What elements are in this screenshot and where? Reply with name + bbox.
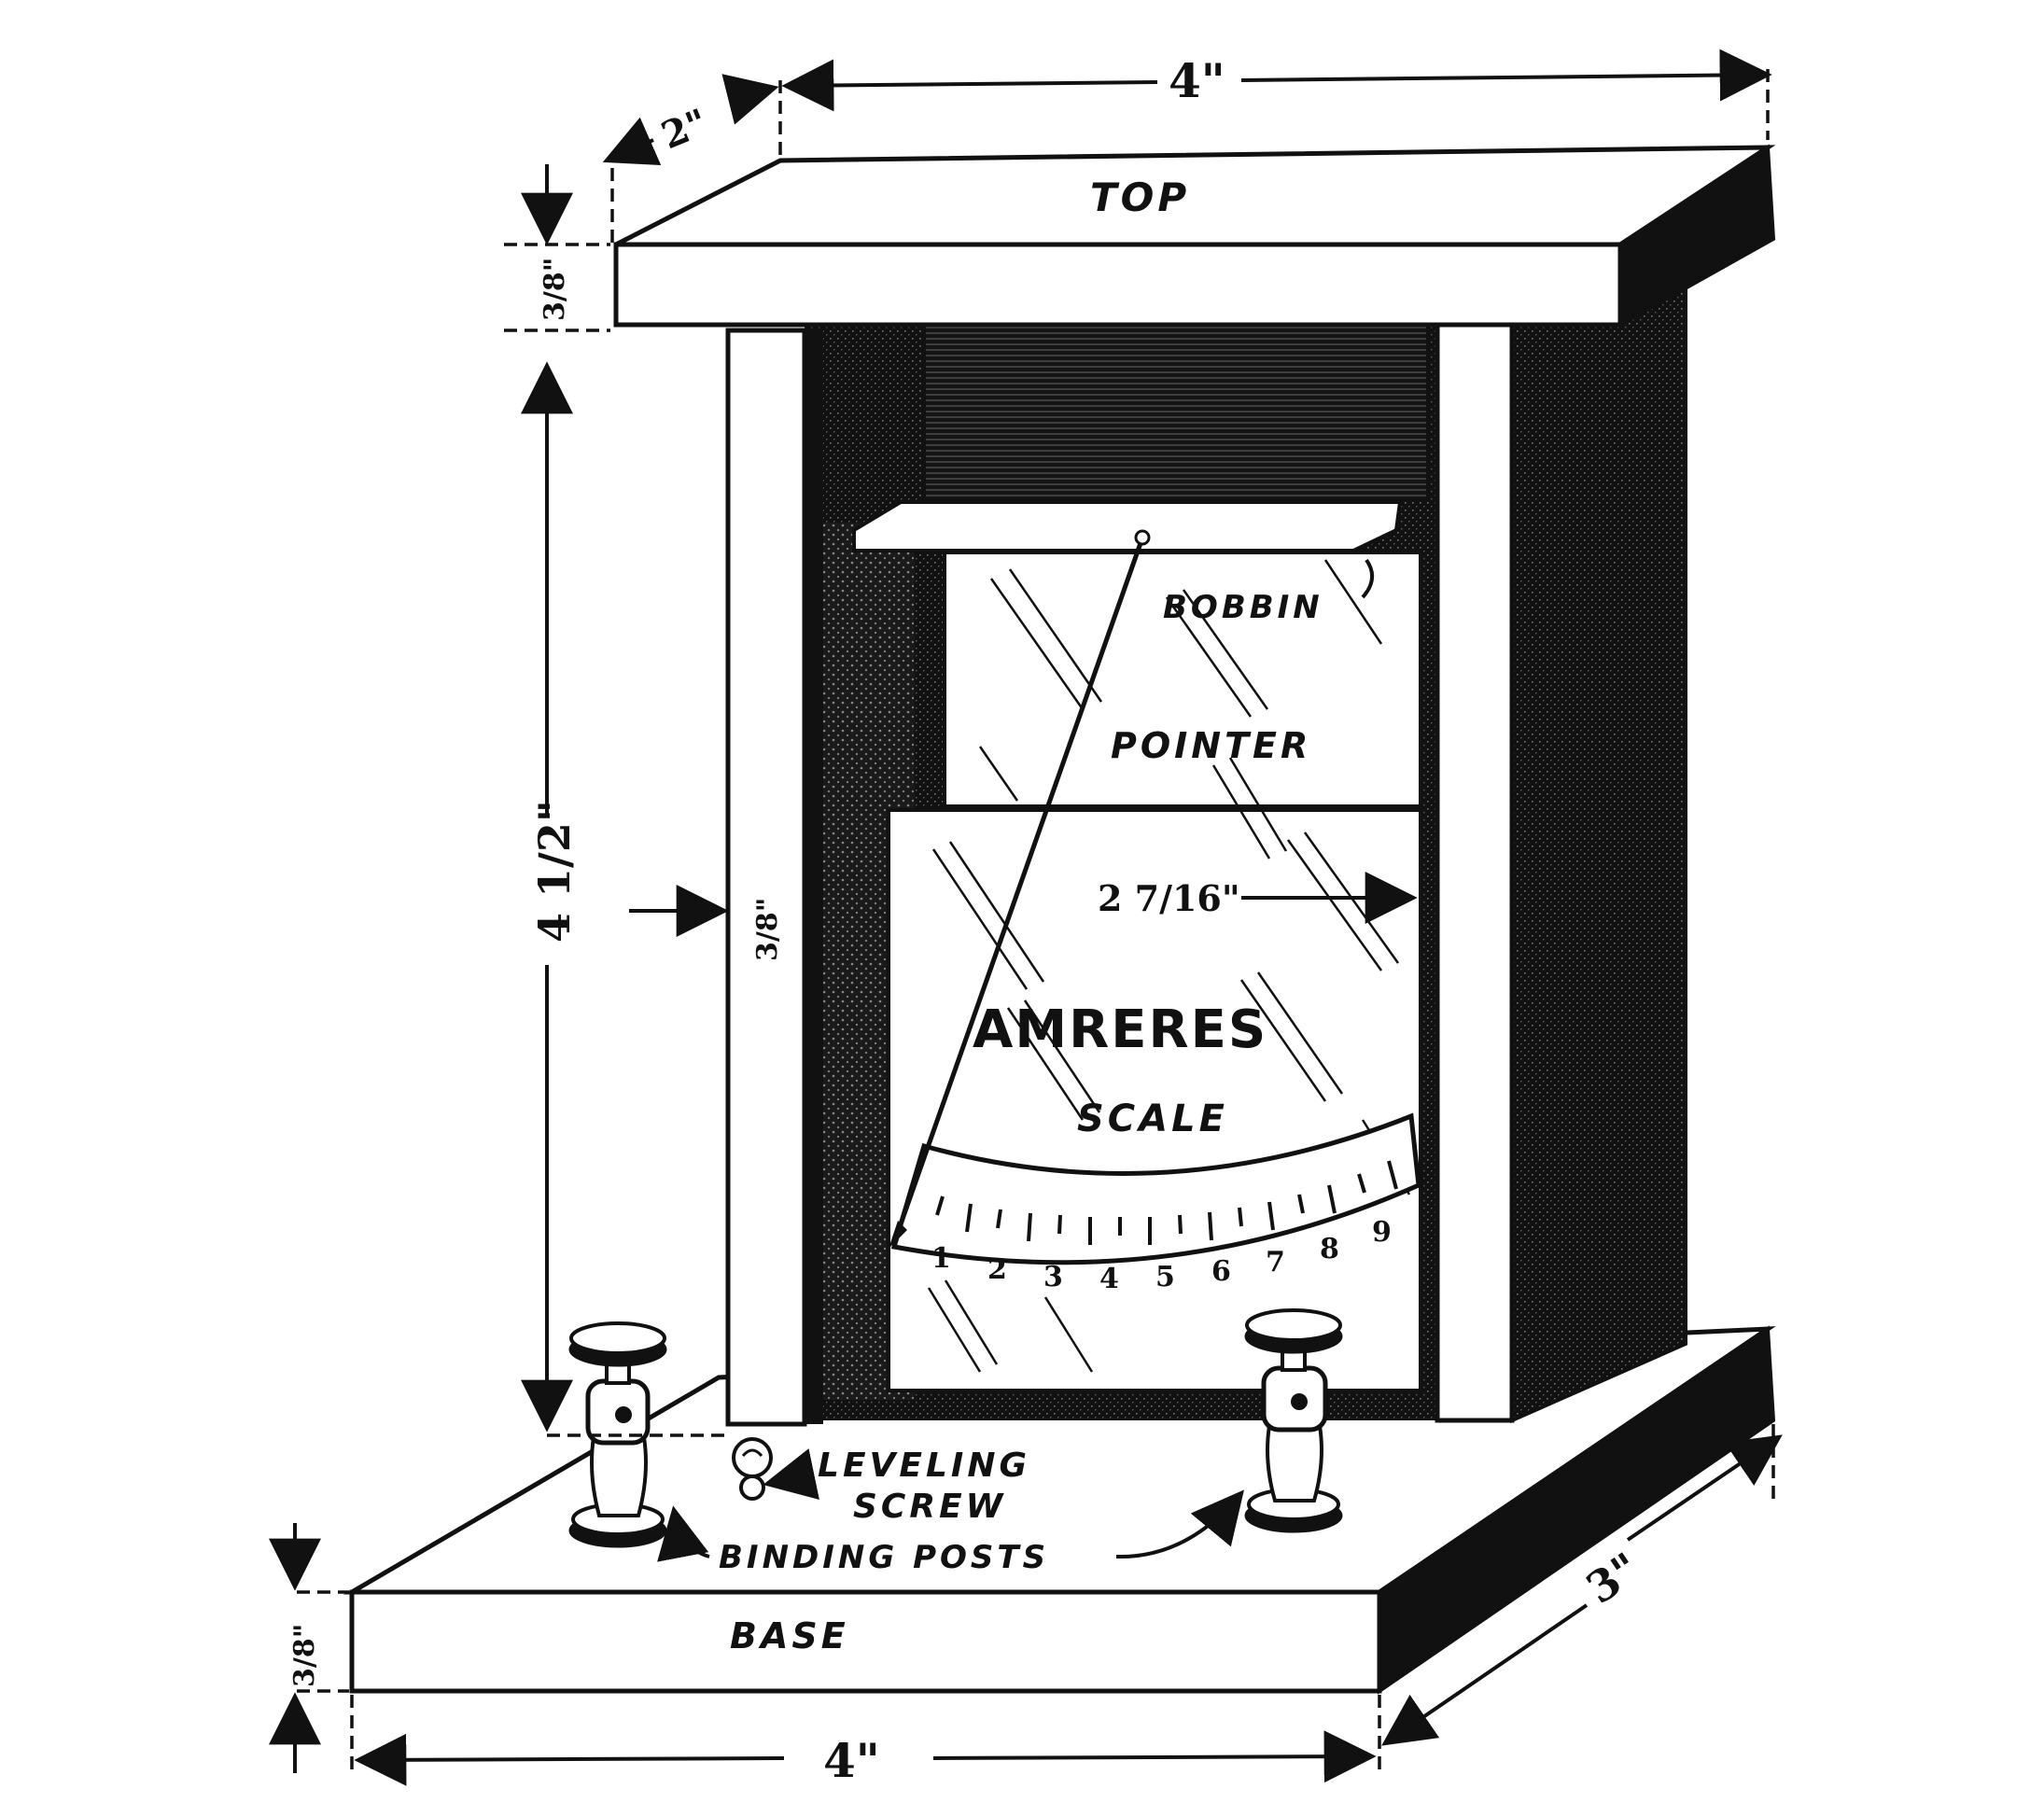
binding-posts-label: BINDING POSTS [719, 1539, 1049, 1576]
base-label: BASE [730, 1615, 849, 1656]
scale-number-2: 2 [987, 1253, 1007, 1286]
right-column [1435, 320, 1515, 1423]
top-upper-face [614, 145, 1776, 247]
scale-panel [887, 808, 1422, 1392]
scale-numbers: 1 2 3 4 5 6 7 8 9 [931, 1216, 1392, 1295]
scale-number-6: 6 [1211, 1255, 1231, 1288]
right-side-panel [1510, 241, 1687, 1424]
base-width-dimension: 4" [823, 1733, 880, 1788]
pointer-tip [889, 1221, 907, 1249]
column-height-dimension: 4 1/2" [529, 800, 580, 943]
left-column-inner-side [805, 330, 823, 1424]
binding-post-right [1244, 1308, 1343, 1533]
scale-number-5: 5 [1155, 1261, 1175, 1293]
scale-number-1: 1 [931, 1242, 951, 1275]
dimension-lines [297, 69, 1775, 1773]
pointer [889, 529, 1151, 1249]
pointer-pivot [1134, 529, 1151, 546]
scale-number-4: 4 [1099, 1263, 1119, 1295]
scale-label: SCALE [1077, 1097, 1228, 1140]
scale-width-dimension: 2 7/16" [1098, 877, 1240, 919]
scale-ticks [935, 1160, 1398, 1245]
top-label: TOP [1090, 175, 1190, 220]
scale-number-9: 9 [1372, 1216, 1392, 1249]
left-column [725, 328, 807, 1427]
pointer-label: POINTER [1111, 725, 1311, 766]
binding-post-left [568, 1321, 667, 1548]
leveling-label-line1: LEVELING [818, 1447, 1030, 1485]
magnet-coil [922, 323, 1430, 502]
leveling-label-line2: SCREW [853, 1488, 1006, 1526]
glass-reflection-hatching [927, 559, 1411, 1373]
bobbin-panel [943, 551, 1422, 808]
base-front-face [349, 1589, 1382, 1694]
top-group [613, 144, 1776, 328]
top-width-dimension: 4" [1169, 53, 1225, 108]
amperes-label: AMRERES [973, 999, 1267, 1060]
scale-number-7: 7 [1266, 1246, 1285, 1279]
top-depth-dimension: 2" [655, 100, 714, 158]
ammeter-scale: 1 2 3 4 5 6 7 8 9 [890, 1112, 1421, 1295]
scale-number-3: 3 [1043, 1261, 1063, 1293]
bobbin-label: BOBBIN [1163, 589, 1323, 626]
base-depth-dimension: 3" [1577, 1543, 1649, 1614]
base-thickness-dimension: 3/8" [288, 1624, 321, 1687]
scale-number-8: 8 [1320, 1233, 1339, 1265]
top-thickness-dimension: 3/8" [539, 258, 571, 321]
pointer-needle [893, 542, 1143, 1238]
scale-band [890, 1112, 1421, 1265]
dimension-arrows [269, 49, 1783, 1786]
leveling-screw [732, 1437, 773, 1501]
column-width-dimension: 3/8" [751, 898, 784, 961]
top-front-face [613, 242, 1623, 328]
bobbin-shelf [852, 500, 1403, 552]
